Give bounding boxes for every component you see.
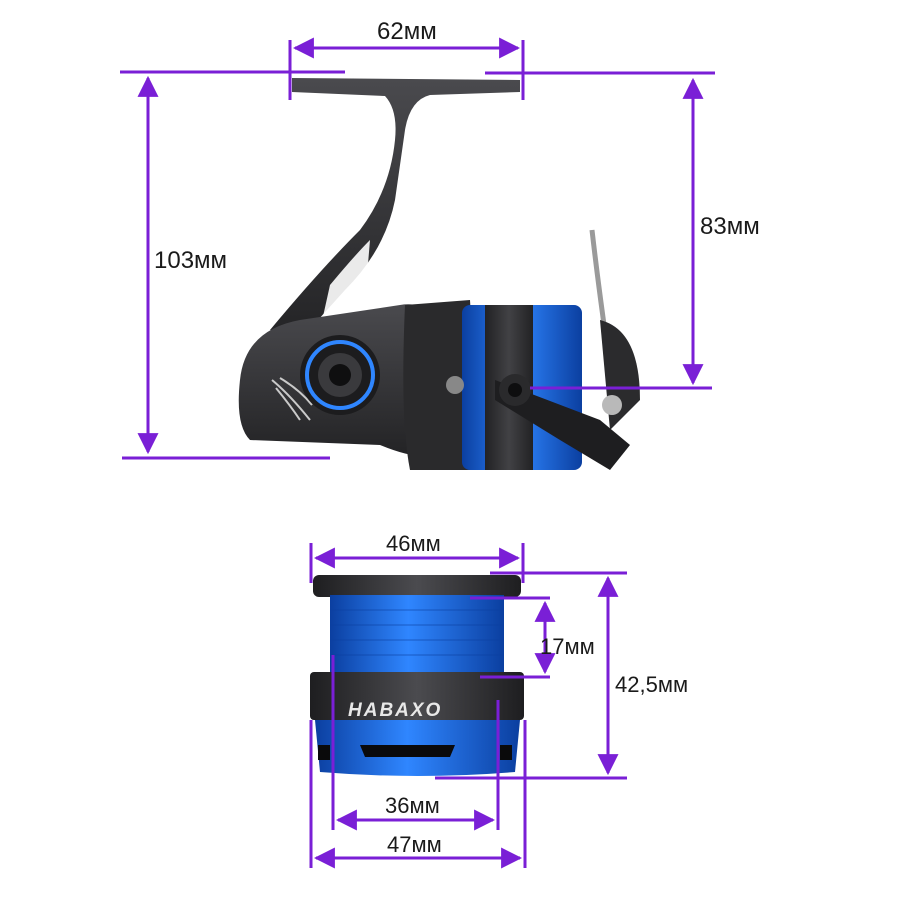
- spool-line-height-label: 17мм: [540, 634, 595, 659]
- spool-top-lip: [313, 575, 521, 597]
- spool-inner-diameter-label: 36мм: [385, 793, 440, 818]
- spool-brand-logo: HABAXO: [348, 700, 443, 721]
- spool-bottom-diameter-label: 47мм: [387, 832, 442, 857]
- spare-spool-illustration: [310, 575, 524, 776]
- spool-top-diameter-label: 46мм: [386, 531, 441, 556]
- reel-upper-height-label: 83мм: [700, 213, 760, 240]
- reel-width-label: 62мм: [377, 18, 437, 45]
- spool-brand-band: [310, 672, 524, 720]
- spool-dimension-lines: [309, 543, 627, 869]
- spool-total-height-label: 42,5мм: [615, 672, 689, 697]
- reel-foot: [270, 78, 520, 340]
- spool-arbor: [330, 595, 504, 675]
- reel-dimension-lines: [120, 37, 715, 460]
- reel-rotor: [403, 300, 480, 470]
- reel-total-height-label: 103мм: [154, 247, 228, 274]
- feather-emblem: [271, 377, 313, 421]
- spinning-reel-illustration: [238, 78, 640, 470]
